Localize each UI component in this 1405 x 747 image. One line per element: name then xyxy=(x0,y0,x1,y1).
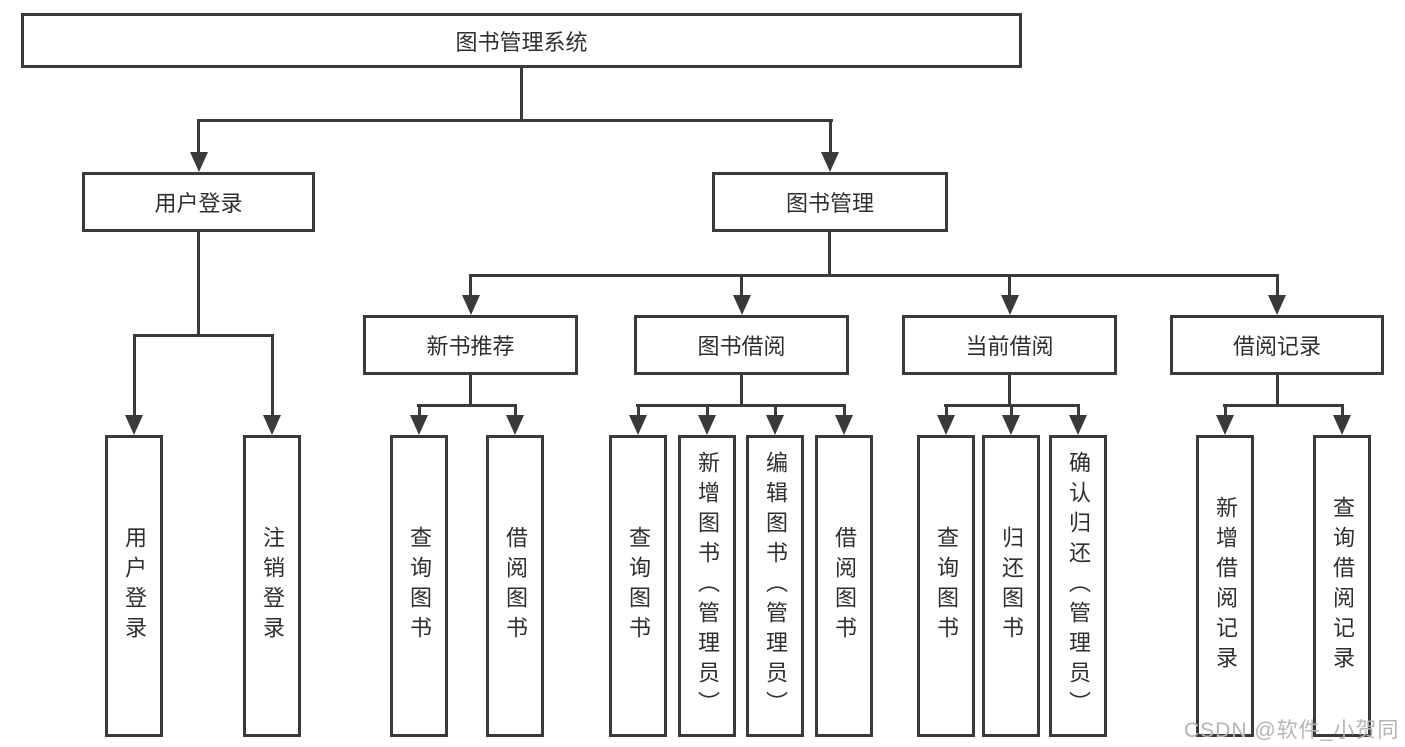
connector-line xyxy=(469,274,472,297)
node-user-login: 用户登录 xyxy=(82,172,315,232)
connector-line xyxy=(1076,404,1080,417)
connector-line xyxy=(1223,404,1227,417)
connector-line xyxy=(636,404,640,417)
arrow-down-icon xyxy=(189,152,208,172)
connector-line xyxy=(1008,274,1011,297)
arrow-down-icon xyxy=(1069,415,1087,435)
watermark: CSDN @软件_小贺同学 xyxy=(1184,719,1400,742)
leaf-add-books-admin: 新增图书（管理员） xyxy=(678,435,736,737)
arrow-down-icon xyxy=(1002,415,1020,435)
leaf-query-books-2: 查询图书 xyxy=(609,435,667,737)
arrow-down-icon xyxy=(1268,295,1286,315)
node-new-book-recommendation: 新书推荐 xyxy=(363,315,578,375)
connector-line xyxy=(740,274,743,297)
connector-line xyxy=(1340,404,1344,417)
arrow-down-icon xyxy=(461,295,480,315)
connector-line xyxy=(1275,274,1279,297)
connector-line xyxy=(773,404,777,417)
arrow-down-icon xyxy=(821,152,839,172)
connector-line xyxy=(270,334,274,417)
arrow-down-icon xyxy=(506,415,524,435)
connector-line xyxy=(828,232,831,277)
node-borrowing-records: 借阅记录 xyxy=(1170,315,1384,375)
connector-line xyxy=(469,274,1279,277)
leaf-user-login: 用户登录 xyxy=(105,435,163,737)
leaf-query-books-1: 查询图书 xyxy=(390,435,448,737)
arrow-down-icon xyxy=(1216,415,1234,435)
connector-line xyxy=(1008,375,1011,407)
connector-line xyxy=(197,119,833,122)
connector-line xyxy=(1009,404,1013,417)
connector-line xyxy=(740,375,743,407)
arrow-down-icon xyxy=(937,415,955,435)
connector-line xyxy=(944,404,948,417)
arrow-down-icon xyxy=(732,295,751,315)
leaf-borrow-books-1: 借阅图书 xyxy=(486,435,544,737)
leaf-borrow-books-2: 借阅图书 xyxy=(815,435,873,737)
leaf-edit-books-admin: 编辑图书（管理员） xyxy=(746,435,804,737)
leaf-query-borrow-record: 查询借阅记录 xyxy=(1313,435,1371,737)
arrow-down-icon xyxy=(835,415,853,435)
connector-line xyxy=(828,119,832,154)
arrow-down-icon xyxy=(1000,295,1019,315)
leaf-confirm-return-admin: 确认归还（管理员） xyxy=(1049,435,1107,737)
connector-line xyxy=(197,232,200,337)
node-library-management-system: 图书管理系统 xyxy=(21,13,1022,68)
arrow-down-icon xyxy=(766,415,784,435)
connector-line xyxy=(1223,404,1344,407)
leaf-return-books: 归还图书 xyxy=(982,435,1040,737)
connector-line xyxy=(132,334,136,417)
arrow-down-icon xyxy=(410,415,428,435)
arrow-down-icon xyxy=(698,415,716,435)
node-book-management: 图书管理 xyxy=(712,172,948,232)
connector-line xyxy=(636,404,846,407)
connector-line xyxy=(469,375,472,407)
arrow-down-icon xyxy=(1333,415,1351,435)
connector-line xyxy=(417,404,421,417)
arrow-down-icon xyxy=(263,415,281,435)
node-current-borrowing: 当前借阅 xyxy=(902,315,1117,375)
leaf-logout: 注销登录 xyxy=(243,435,301,737)
leaf-add-borrow-record: 新增借阅记录 xyxy=(1196,435,1254,737)
connector-line xyxy=(520,68,523,122)
connector-line xyxy=(197,119,200,154)
connector-line xyxy=(705,404,709,417)
node-book-borrowing: 图书借阅 xyxy=(634,315,849,375)
connector-line xyxy=(417,404,517,407)
connector-line xyxy=(1276,375,1279,407)
connector-line xyxy=(133,334,274,337)
leaf-query-books-3: 查询图书 xyxy=(917,435,975,737)
connector-line xyxy=(842,404,846,417)
arrow-down-icon xyxy=(629,415,647,435)
connector-line xyxy=(513,404,517,417)
arrow-down-icon xyxy=(125,415,143,435)
